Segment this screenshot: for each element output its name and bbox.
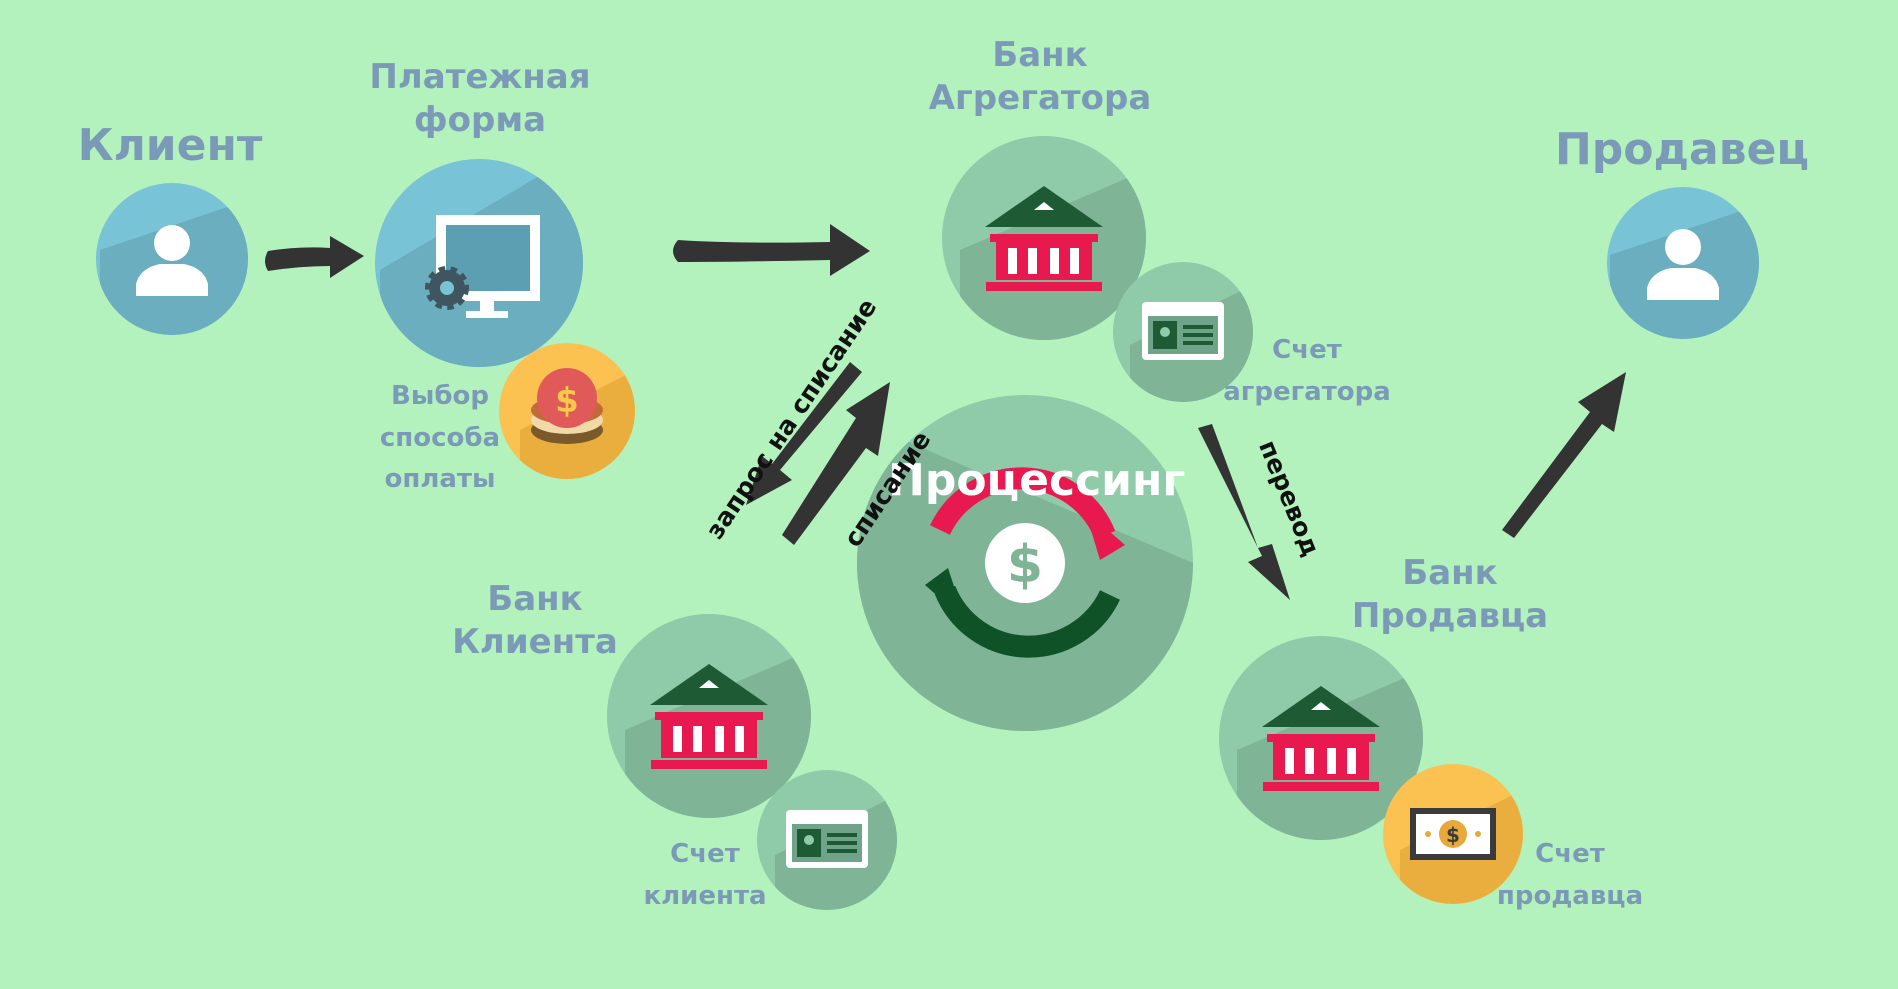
client-account-node	[757, 770, 897, 910]
banknote-icon: $	[1410, 808, 1496, 860]
seller-label: Продавец	[1554, 124, 1810, 175]
bank-icon	[985, 186, 1103, 291]
payment-form-label: Платежная форма	[369, 57, 591, 140]
client-account-label: Счет клиента	[643, 839, 767, 911]
client-node	[96, 183, 248, 335]
refresh-icon	[925, 467, 1125, 658]
gear-icon	[425, 266, 469, 310]
bank-icon	[1262, 686, 1380, 791]
aggregator-account-node	[1113, 262, 1253, 402]
coin-stack-icon: $	[531, 368, 603, 444]
id-card-icon	[1142, 302, 1224, 360]
processing-node: $	[857, 395, 1193, 731]
arrow-debit-request	[746, 362, 862, 505]
user-icon	[1647, 229, 1719, 300]
arrow-debit	[782, 382, 890, 545]
dollar-icon: $	[985, 523, 1065, 603]
bank-icon	[650, 664, 768, 769]
arrow-transfer	[1198, 424, 1290, 600]
client-bank-node	[607, 614, 811, 818]
user-icon	[136, 225, 208, 296]
payment-form-node	[375, 159, 583, 367]
arrow-form-to-aggregator	[673, 224, 870, 276]
payment-method-coins: $	[499, 343, 635, 479]
aggregator-bank-node	[942, 136, 1146, 340]
svg-text:$: $	[555, 381, 579, 421]
payment-choice-label: Выбор способа оплаты	[379, 381, 501, 495]
arrow-to-seller	[1502, 372, 1626, 538]
seller-bank-node	[1219, 636, 1423, 840]
seller-account-label: Счет продавца	[1496, 839, 1644, 911]
aggregator-account-label: Счет агрегатора	[1223, 335, 1391, 407]
processing-label: Процессинг	[888, 455, 1186, 506]
aggregator-bank-label: Банк Агрегатора	[928, 35, 1152, 118]
seller-account-node: $	[1383, 764, 1523, 904]
client-bank-label: Банк Клиента	[452, 579, 618, 662]
svg-text:$: $	[1446, 823, 1460, 847]
arrow-client-to-form	[265, 236, 364, 278]
seller-bank-label: Банк Продавца	[1351, 553, 1549, 636]
id-card-icon	[786, 810, 868, 868]
client-label: Клиент	[77, 120, 263, 171]
svg-text:$: $	[1007, 535, 1043, 595]
seller-node	[1607, 187, 1759, 339]
